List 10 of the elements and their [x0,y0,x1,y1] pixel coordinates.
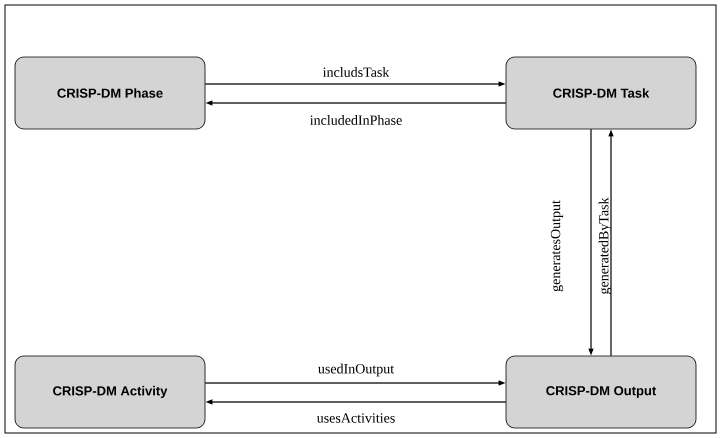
concept-box: CRISP-DM Phase [14,56,206,130]
edge-label: includsTask [322,67,390,77]
concept-box: CRISP-DM Activity [14,356,206,428]
edge-label: generatedByTask [598,197,612,294]
edge-label: usesActivities [316,413,395,423]
concept-box: CRISP-DM Task [506,56,696,130]
edge-label: usedInOutput [318,364,394,376]
edge-label: includedInPhase [310,115,402,125]
edge-label: generatesOutput [550,200,564,292]
concept-box: CRISP-DM Output [506,356,696,428]
